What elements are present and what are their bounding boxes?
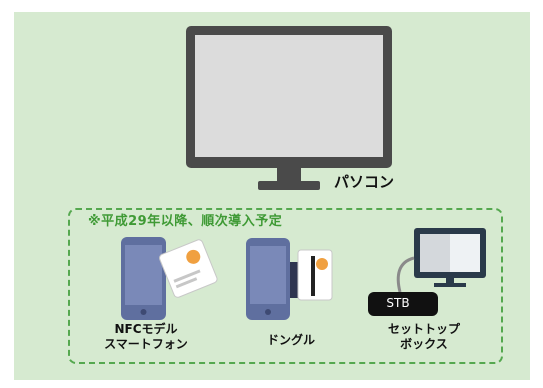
- nfc-smartphone-label: NFCモデル スマートフォン: [100, 322, 192, 352]
- pc-label: パソコン: [334, 173, 395, 191]
- future-devices-group: [68, 208, 503, 364]
- dongle-label: ドングル: [246, 333, 336, 348]
- dongle-label-line1: ドングル: [266, 333, 315, 347]
- stb-label-line1: セットトップ: [387, 322, 460, 336]
- set-top-box-label: セットトップ ボックス: [374, 322, 474, 352]
- stb-label-line2: ボックス: [400, 337, 448, 351]
- nfc-label-line2: スマートフォン: [104, 337, 188, 351]
- stb-box-text: STB: [386, 296, 410, 310]
- nfc-label-line1: NFCモデル: [114, 322, 178, 336]
- rollout-note: ※平成29年以降、順次導入予定: [88, 214, 283, 229]
